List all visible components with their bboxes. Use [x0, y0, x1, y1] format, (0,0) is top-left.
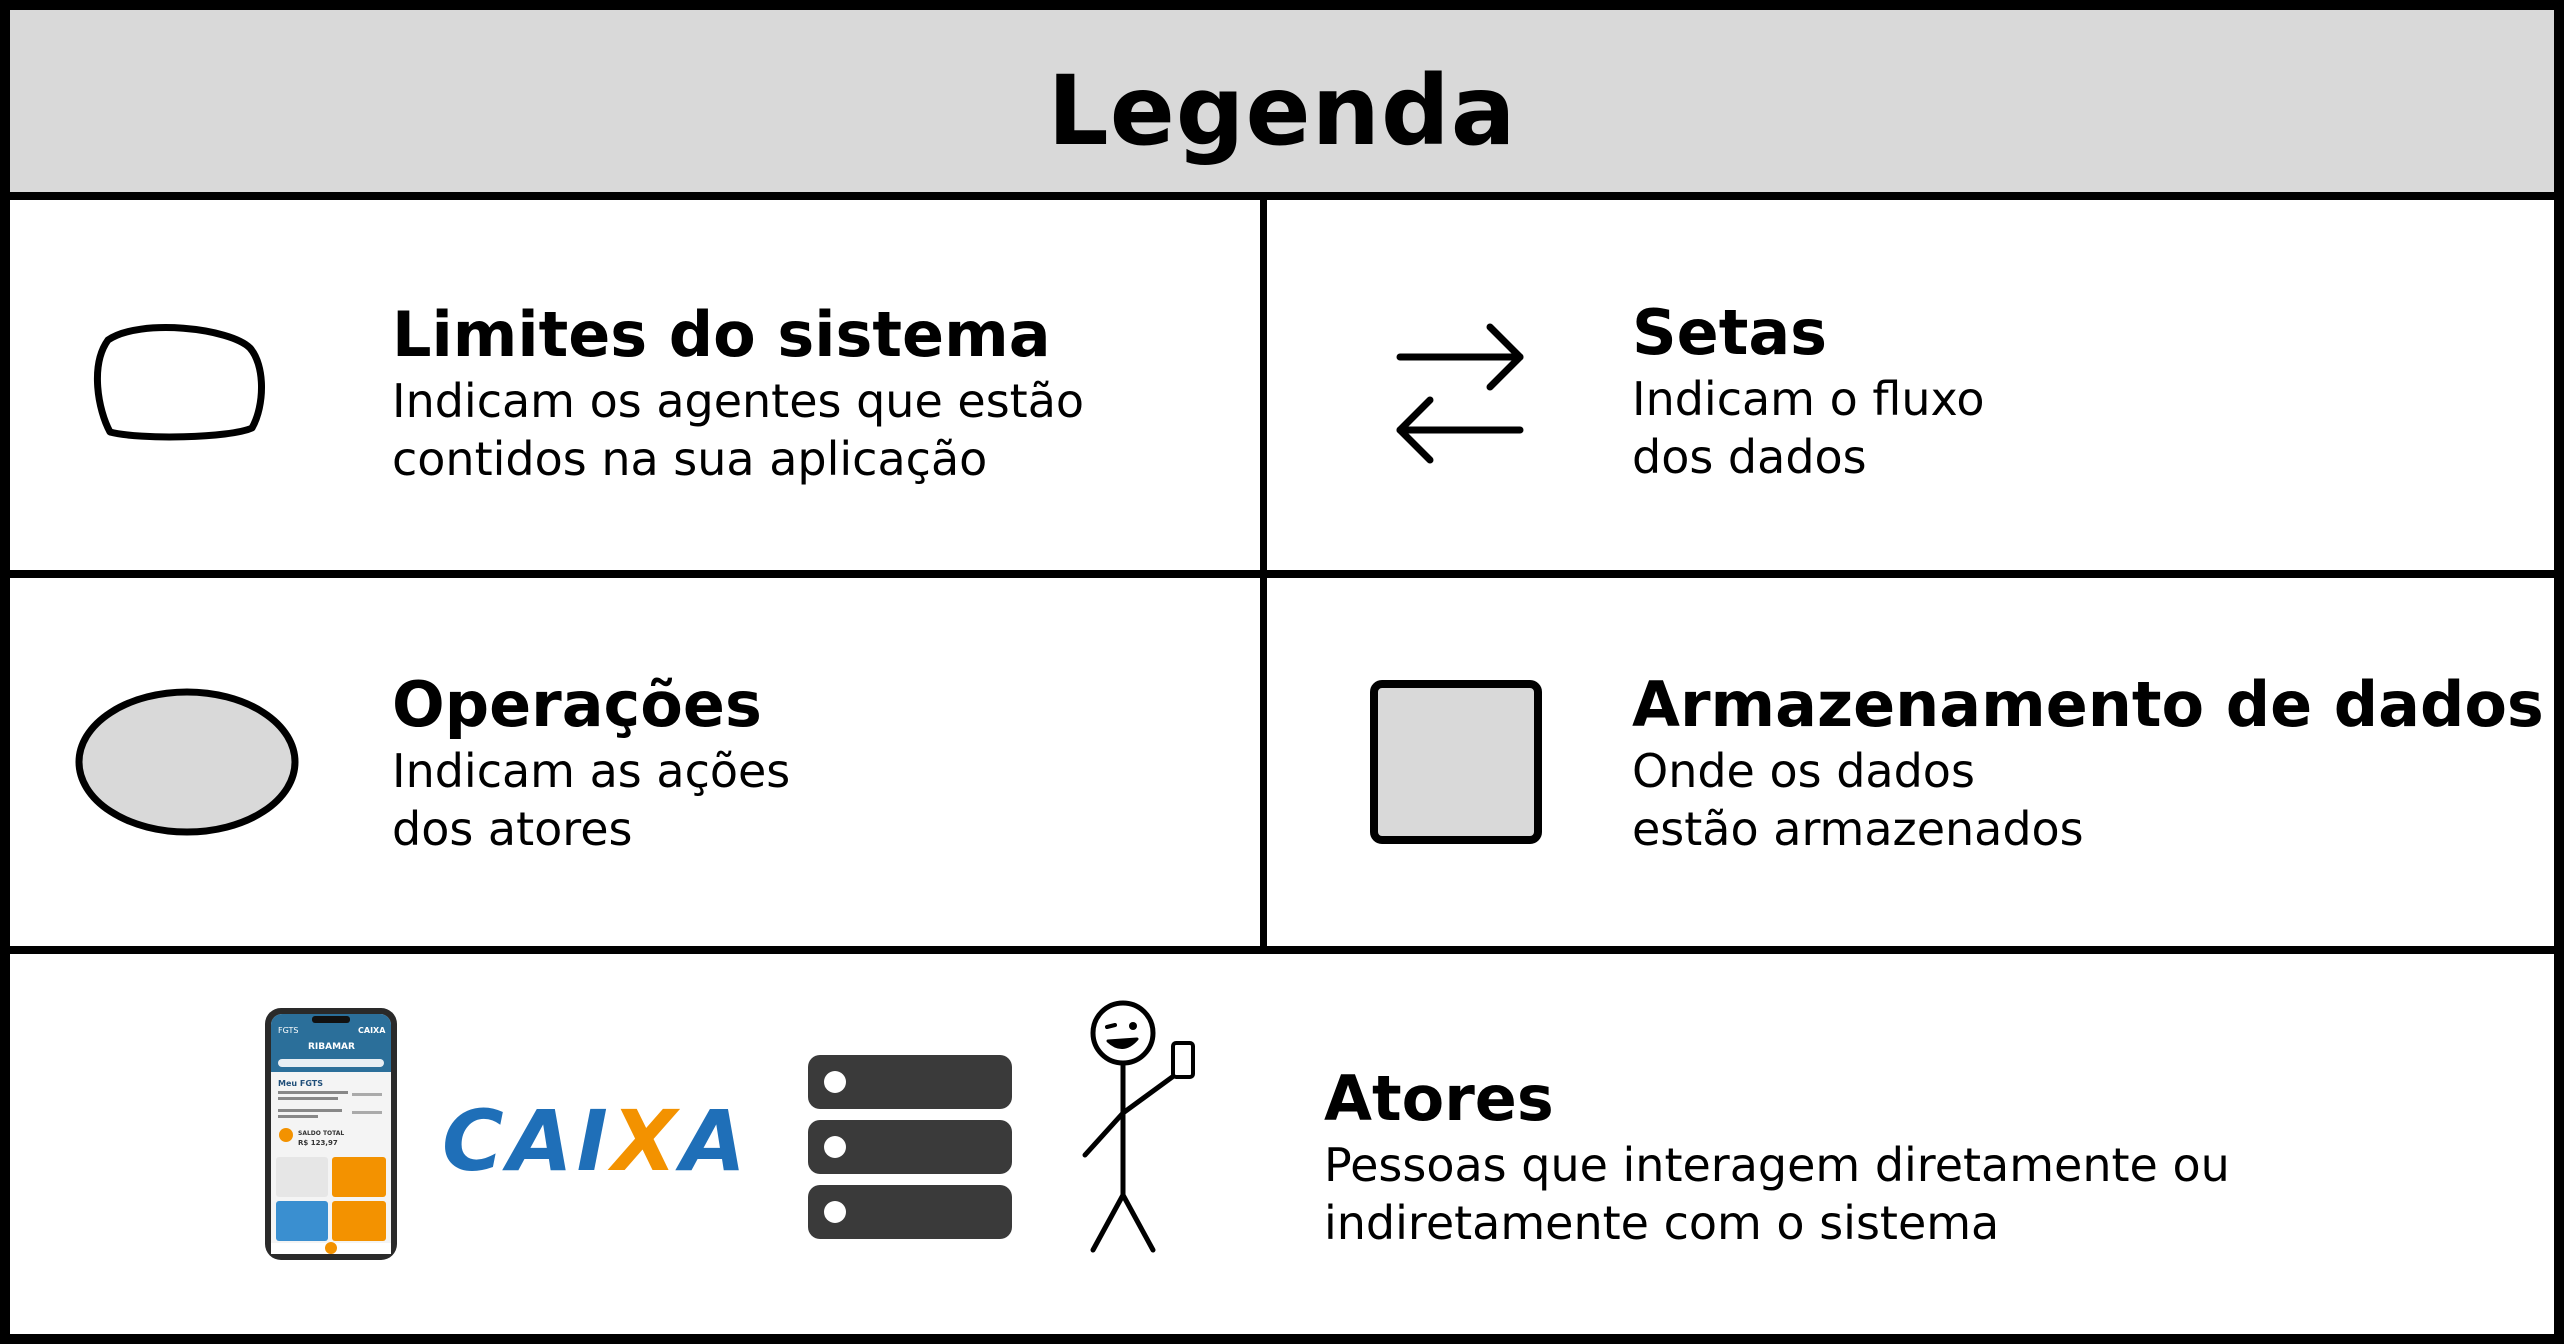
phone-app-name: FGTS: [278, 1026, 298, 1035]
actors-desc-line2: indiretamente com o sistema: [1324, 1196, 2000, 1250]
phone-brand: CAIXA: [358, 1026, 386, 1035]
system-boundary-title: Limites do sistema: [392, 298, 1051, 371]
actors-title: Atores: [1324, 1062, 1554, 1135]
operation-ellipse-icon: [75, 688, 299, 836]
arrows-desc-line2: dos dados: [1632, 430, 1867, 484]
phone-valor: R$ 123,97: [298, 1139, 338, 1147]
system-boundary-desc-line1: Indicam os agentes que estão: [392, 374, 1085, 428]
phone-section: Meu FGTS: [278, 1079, 323, 1088]
phone-user: RIBAMAR: [308, 1042, 355, 1052]
caixa-logo-x: X: [611, 1092, 681, 1190]
arrows-icon: [1396, 323, 1524, 464]
arrows-desc-line1: Indicam o fluxo: [1632, 372, 1985, 426]
legend-header: Legenda: [10, 10, 2554, 200]
person-with-phone-icon: [1082, 1000, 1195, 1253]
data-storage-desc-line2: estão armazenados: [1632, 802, 2084, 856]
row-divider-2: [10, 946, 2554, 954]
system-boundary-desc-line2: contidos na sua aplicação: [392, 432, 988, 486]
operations-desc-line1: Indicam as ações: [392, 744, 791, 798]
phone-saldo: SALDO TOTAL: [298, 1130, 344, 1137]
operations-title: Operações: [392, 668, 762, 741]
phone-app-icon: FGTS CAIXA RIBAMAR Meu FGTS SALDO TOTAL …: [265, 1008, 397, 1260]
arrows-title: Setas: [1632, 296, 1828, 369]
column-divider: [1260, 200, 1267, 950]
data-store-square-icon: [1370, 680, 1542, 844]
caixa-logo-prefix: CAI: [442, 1092, 612, 1190]
operations-desc-line2: dos atores: [392, 802, 633, 856]
legend-title: Legenda: [1047, 55, 1517, 167]
data-storage-desc-line1: Onde os dados: [1632, 744, 1975, 798]
actors-desc-line1: Pessoas que interagem diretamente ou: [1324, 1138, 2230, 1192]
row-divider-1: [10, 570, 2554, 578]
system-boundary-icon: [94, 324, 265, 441]
caixa-logo-suffix: A: [680, 1092, 750, 1190]
data-storage-title: Armazenamento de dados: [1632, 668, 2544, 741]
caixa-logo: CAIXA: [442, 1092, 750, 1190]
server-icon: [808, 1055, 1012, 1239]
